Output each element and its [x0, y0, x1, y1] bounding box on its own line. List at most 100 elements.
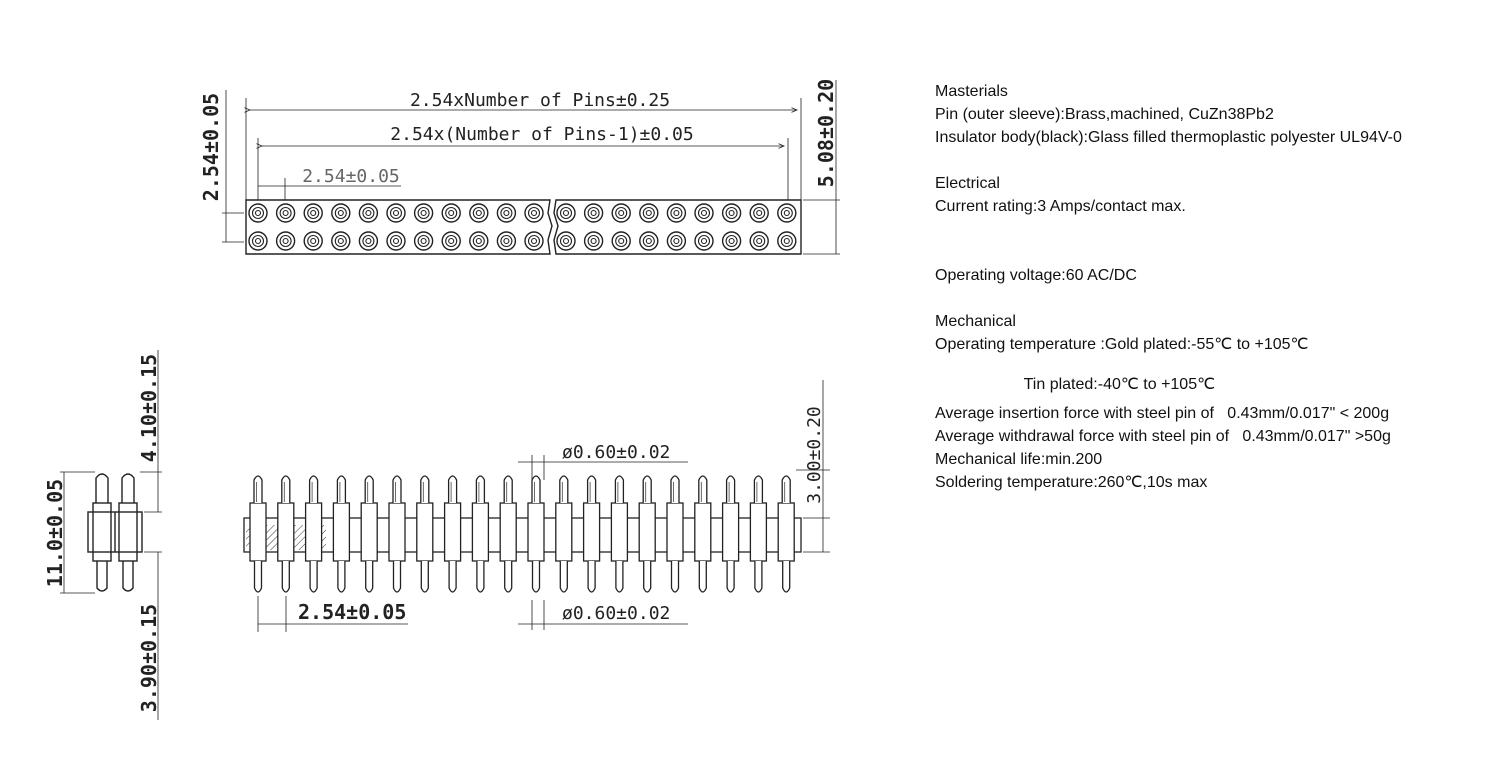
- dim-top-length: 3.00±0.20: [804, 406, 825, 504]
- front-view: [243, 380, 830, 632]
- pin-hole: [556, 231, 576, 251]
- front-pin: [666, 475, 684, 593]
- front-pin: [721, 475, 740, 593]
- pin-hole: [777, 203, 797, 223]
- dim-width: 5.08±0.20: [814, 79, 838, 187]
- operating-voltage: Operating voltage:60 AC/DC: [935, 267, 1137, 284]
- pin-hole: [611, 231, 631, 251]
- pin-hole: [556, 203, 576, 223]
- pin-hole: [469, 231, 489, 251]
- pin-hole: [413, 231, 434, 251]
- pin-hole: [386, 203, 406, 223]
- side-pin-1-bottom: [96, 561, 108, 592]
- front-pin: [304, 475, 323, 593]
- front-pin: [638, 475, 656, 593]
- dim-overall-length: 2.54xNumber of Pins±0.25: [410, 90, 670, 111]
- withdrawal-force: Average withdrawal force with steel pin …: [935, 428, 1391, 445]
- front-pin: [555, 475, 573, 593]
- top-pin-holes: [248, 203, 797, 251]
- front-pin: [277, 475, 295, 593]
- front-pin: [360, 475, 378, 593]
- front-pin: [443, 475, 462, 593]
- pin-hole: [441, 231, 461, 251]
- pin-hole: [749, 231, 769, 251]
- specifications-panel: Masterials Pin (outer sleeve):Brass,mach…: [935, 80, 1495, 494]
- pin-hole: [275, 203, 296, 223]
- operating-temp-tin: Tin plated:-40℃ to +105℃: [935, 376, 1216, 393]
- pin-hole: [611, 203, 631, 223]
- pin-hole: [331, 231, 351, 251]
- insertion-force: Average insertion force with steel pin o…: [935, 405, 1390, 422]
- front-pin: [527, 475, 545, 593]
- operating-temp-gold: Operating temperature :Gold plated:-55℃ …: [935, 336, 1309, 353]
- front-pin: [416, 475, 434, 593]
- side-pin-2-bottom: [122, 561, 134, 592]
- front-pin: [249, 475, 267, 593]
- front-pin: [777, 475, 795, 593]
- dim-row-pitch: 2.54±0.05: [199, 93, 223, 201]
- front-pin: [499, 475, 517, 593]
- pin-hole: [303, 231, 323, 251]
- pin-hole: [496, 203, 517, 223]
- materials-heading: Masterials: [935, 83, 1008, 100]
- front-pins: [249, 475, 795, 593]
- dim-top-pitch: 2.54±0.05: [302, 166, 400, 187]
- pin-hole: [496, 231, 517, 251]
- pin-hole: [358, 203, 379, 223]
- front-pin: [694, 475, 712, 593]
- pin-hole: [524, 203, 544, 223]
- pin-hole: [303, 203, 323, 223]
- pin-hole: [777, 231, 797, 251]
- side-pin-1-sleeve: [92, 502, 112, 562]
- dim-top-pin-length: 4.10±0.15: [137, 354, 161, 462]
- pin-hole: [666, 231, 687, 251]
- pin-hole: [721, 231, 742, 251]
- top-body-right: [553, 199, 802, 255]
- pin-hole: [639, 231, 659, 251]
- front-body: [243, 517, 802, 553]
- dim-pin-diameter-bottom: ø0.60±0.02: [562, 603, 670, 624]
- pin-hole: [721, 203, 742, 223]
- mechanical-life: Mechanical life:min.200: [935, 451, 1103, 468]
- mechanical-heading: Mechanical: [935, 313, 1016, 330]
- dim-pin-diameter-top: ø0.60±0.02: [562, 442, 670, 463]
- pin-hole: [275, 231, 296, 251]
- pin-hole: [639, 203, 659, 223]
- electrical-heading: Electrical: [935, 175, 1000, 192]
- top-view: [222, 80, 840, 255]
- pin-material: Pin (outer sleeve):Brass,machined, CuZn3…: [935, 106, 1274, 123]
- front-pin: [471, 475, 490, 593]
- side-view: [60, 350, 162, 720]
- pin-hole: [583, 231, 604, 251]
- pin-hole: [583, 203, 604, 223]
- pin-hole: [413, 203, 434, 223]
- pin-hole: [694, 231, 714, 251]
- side-pin-2-top: [121, 473, 135, 503]
- dim-total-height: 11.0±0.05: [43, 479, 67, 587]
- pin-hole: [666, 203, 687, 223]
- side-pin-1-top: [95, 473, 109, 503]
- pin-hole: [694, 203, 714, 223]
- pin-hole: [248, 231, 268, 251]
- front-pin: [388, 475, 406, 593]
- front-pin: [749, 475, 768, 593]
- front-pin: [582, 475, 601, 593]
- pin-hole: [331, 203, 351, 223]
- current-rating: Current rating:3 Amps/contact max.: [935, 198, 1186, 215]
- dim-inner-length: 2.54x(Number of Pins-1)±0.05: [390, 124, 693, 145]
- insulator-material: Insulator body(black):Glass filled therm…: [935, 129, 1402, 146]
- pin-hole: [441, 203, 461, 223]
- pin-hole: [524, 231, 544, 251]
- side-pin-2-sleeve: [118, 502, 138, 562]
- pin-hole: [358, 231, 379, 251]
- pin-hole: [248, 203, 268, 223]
- front-pin: [332, 475, 351, 593]
- top-body-left: [245, 199, 553, 255]
- soldering-temp: Soldering temperature:260℃,10s max: [935, 474, 1208, 491]
- pin-hole: [469, 203, 489, 223]
- pin-hole: [749, 203, 769, 223]
- pin-hole: [386, 231, 406, 251]
- front-pin: [610, 475, 629, 593]
- dim-front-pitch: 2.54±0.05: [298, 600, 406, 624]
